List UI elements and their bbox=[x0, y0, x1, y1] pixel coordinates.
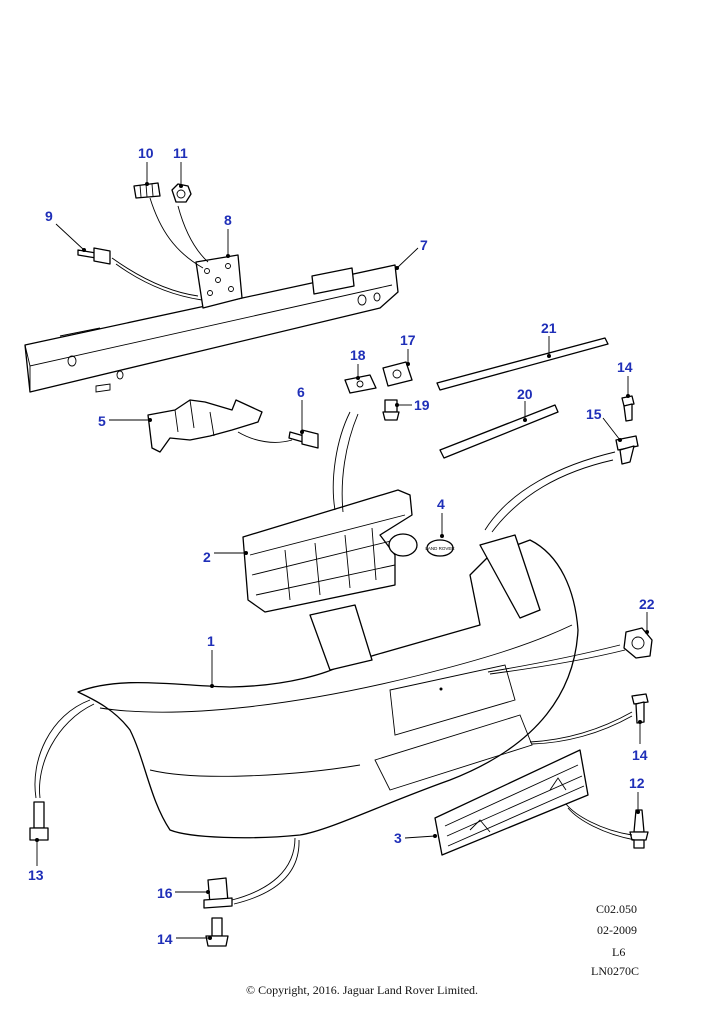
callout-9[interactable]: 9 bbox=[45, 208, 53, 224]
callout-8[interactable]: 8 bbox=[224, 212, 232, 228]
callout-14-lower[interactable]: 14 bbox=[157, 931, 173, 947]
moulding-strip-21 bbox=[436, 337, 609, 391]
callout-17[interactable]: 17 bbox=[400, 332, 416, 348]
fastener-19 bbox=[382, 399, 400, 421]
callout-3[interactable]: 3 bbox=[394, 830, 402, 846]
callout-14-middle[interactable]: 14 bbox=[632, 747, 648, 763]
screw-13 bbox=[29, 801, 49, 841]
bracket-5 bbox=[147, 399, 263, 453]
clip-16 bbox=[203, 877, 233, 909]
reference-code: C02.050 bbox=[596, 902, 638, 916]
nut-11 bbox=[171, 183, 192, 203]
callout-10[interactable]: 10 bbox=[138, 145, 154, 161]
stud-10 bbox=[133, 182, 161, 199]
assembly-lines bbox=[34, 197, 636, 905]
callout-16[interactable]: 16 bbox=[157, 885, 173, 901]
badge-text: LAND ROVER bbox=[425, 546, 455, 551]
moulding-strip-20 bbox=[439, 404, 559, 459]
callout-21[interactable]: 21 bbox=[541, 320, 557, 336]
callout-7[interactable]: 7 bbox=[420, 237, 428, 253]
lower-grille bbox=[434, 749, 589, 856]
copyright-notice: © Copyright, 2016. Jaguar Land Rover Lim… bbox=[245, 983, 479, 997]
callout-1[interactable]: 1 bbox=[207, 633, 215, 649]
bolt-9 bbox=[77, 247, 111, 265]
screw-14-lower bbox=[205, 917, 229, 947]
mounting-plate bbox=[195, 254, 243, 309]
callout-4[interactable]: 4 bbox=[437, 496, 445, 512]
callout-14-upper[interactable]: 14 bbox=[617, 359, 633, 375]
callout-13[interactable]: 13 bbox=[28, 867, 44, 883]
callout-6[interactable]: 6 bbox=[297, 384, 305, 400]
bumper-cover bbox=[77, 534, 579, 839]
clip-18 bbox=[344, 374, 377, 394]
callout-20[interactable]: 20 bbox=[517, 386, 533, 402]
callout-19[interactable]: 19 bbox=[414, 397, 430, 413]
screw-14-middle bbox=[631, 693, 649, 724]
reference-model: L6 bbox=[612, 945, 626, 959]
grille bbox=[242, 489, 418, 613]
callout-22[interactable]: 22 bbox=[639, 596, 655, 612]
reference-date: 02-2009 bbox=[597, 923, 637, 937]
clip-nut-15 bbox=[615, 435, 639, 465]
grommet-22 bbox=[623, 627, 653, 659]
reference-drawing-id: LN0270C bbox=[591, 964, 639, 978]
bolt-6 bbox=[288, 429, 319, 449]
callout-leaders bbox=[35, 162, 649, 940]
callout-15[interactable]: 15 bbox=[586, 406, 602, 422]
screw-14-upper bbox=[621, 395, 635, 422]
badge: LAND ROVER bbox=[425, 539, 455, 557]
callout-12[interactable]: 12 bbox=[629, 775, 645, 791]
rivet-12 bbox=[629, 809, 649, 849]
callout-5[interactable]: 5 bbox=[98, 413, 106, 429]
clip-17 bbox=[382, 361, 413, 387]
callout-11[interactable]: 11 bbox=[173, 145, 188, 161]
bumper-beam bbox=[24, 264, 399, 393]
callout-18[interactable]: 18 bbox=[350, 347, 366, 363]
callout-2[interactable]: 2 bbox=[203, 549, 211, 565]
